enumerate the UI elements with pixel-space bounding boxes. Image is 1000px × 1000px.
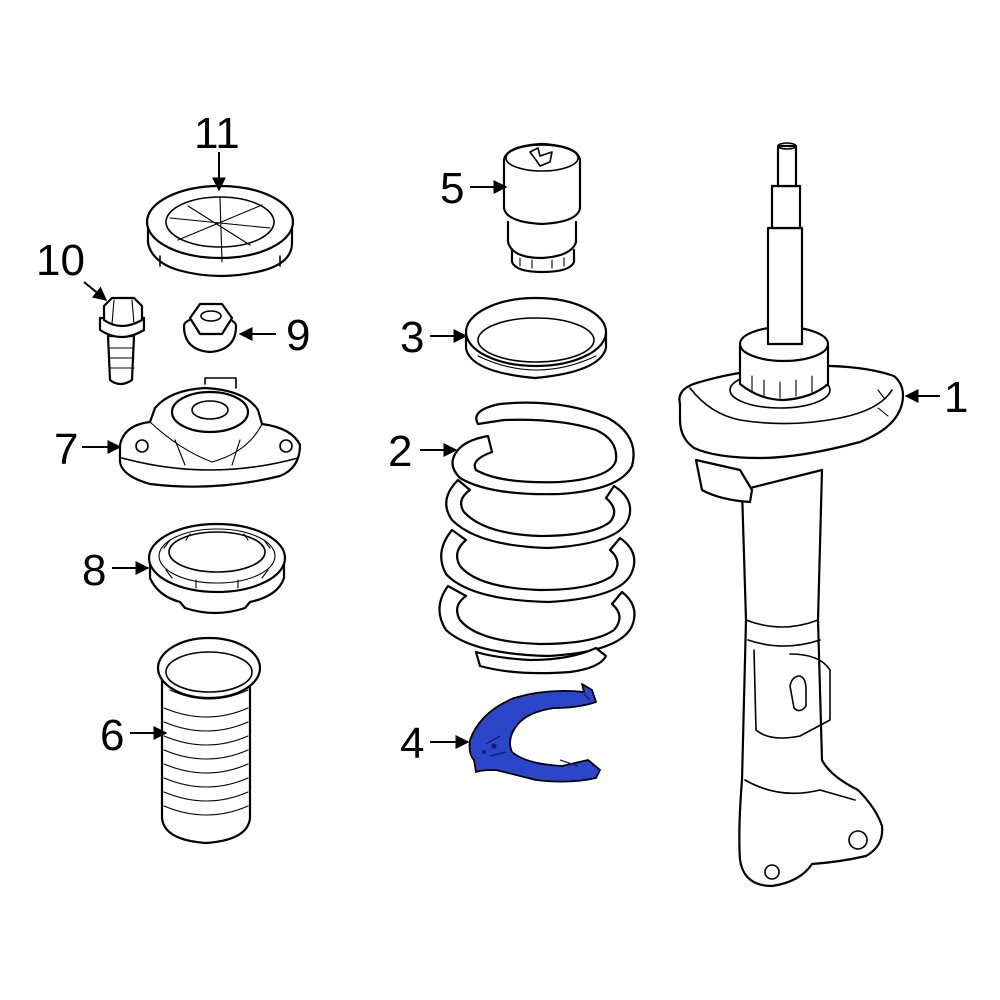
part-3-spring-isolator[interactable]: [464, 296, 608, 380]
callout-10: 10: [36, 236, 85, 285]
callout-4: 4: [400, 719, 424, 768]
part-7-strut-mount[interactable]: [118, 377, 302, 488]
part-10-bolt[interactable]: [98, 296, 146, 386]
part-4-spring-bracket[interactable]: [468, 683, 601, 783]
part-9-nut[interactable]: [182, 302, 238, 354]
part-8-spring-seat[interactable]: [147, 522, 287, 615]
callout-6: 6: [100, 711, 124, 760]
callout-arrows: [82, 152, 940, 749]
callout-8: 8: [82, 546, 106, 595]
callout-5: 5: [440, 164, 464, 213]
callout-7: 7: [54, 425, 78, 474]
part-1-strut-assembly[interactable]: [678, 142, 905, 888]
callout-1: 1: [944, 373, 968, 422]
callout-9: 9: [286, 311, 310, 360]
part-5-bump-stop[interactable]: [502, 142, 582, 274]
part-6-dust-boot[interactable]: [156, 636, 262, 845]
part-11-mount-cap[interactable]: [145, 184, 295, 278]
callout-2: 2: [388, 427, 412, 476]
callout-11: 11: [194, 109, 240, 158]
callout-3: 3: [400, 313, 424, 362]
part-2-coil-spring[interactable]: [438, 401, 636, 675]
callout-labels: 1 2 3 4 5 6 7 8 9 10 11: [36, 109, 968, 768]
arrow-10: [83, 281, 108, 301]
